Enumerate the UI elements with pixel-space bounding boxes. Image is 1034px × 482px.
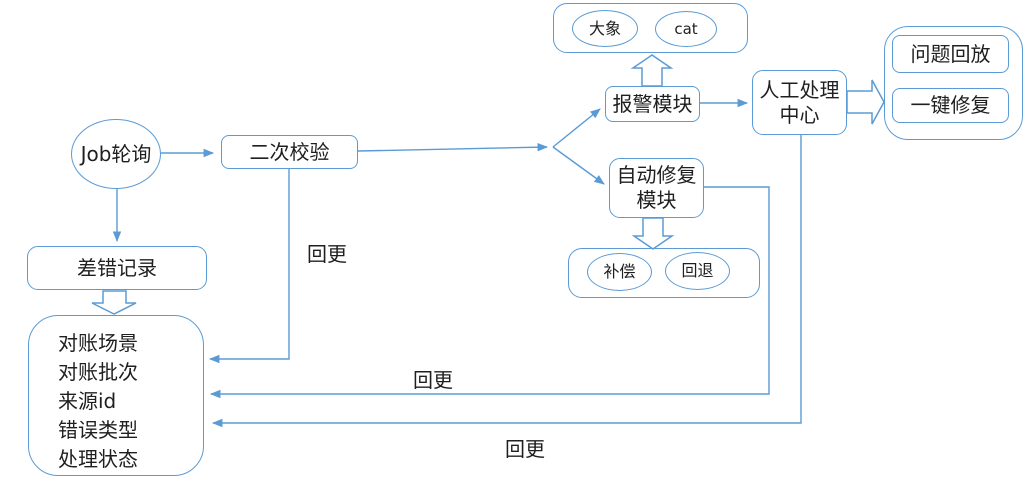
node-job-polling-label: Job轮询 bbox=[80, 141, 152, 166]
node-one-click-fix-label: 一键修复 bbox=[910, 93, 991, 117]
node-compensate-label: 补偿 bbox=[603, 262, 636, 281]
node-problem-replay-label: 问题回放 bbox=[910, 41, 991, 66]
node-one-click-fix: 一键修复 bbox=[892, 88, 1009, 123]
record-field-batch: 对账批次 bbox=[58, 360, 138, 384]
block-arrow-right-manual-center-to-tools-icon bbox=[846, 79, 885, 125]
node-rollback-label: 回退 bbox=[681, 261, 714, 280]
container-repair-actions bbox=[568, 248, 760, 298]
node-auto-repair-module: 自动修复 模块 bbox=[609, 158, 704, 218]
record-field-scene: 对账场景 bbox=[58, 331, 138, 355]
block-arrow-down-error-record-to-fields-icon bbox=[91, 290, 137, 315]
node-elephant: 大象 bbox=[572, 10, 638, 47]
node-error-record: 差错记录 bbox=[27, 246, 207, 290]
node-elephant-label: 大象 bbox=[588, 18, 621, 38]
node-compensate: 补偿 bbox=[587, 253, 652, 291]
node-manual-center: 人工处理 中心 bbox=[752, 70, 847, 135]
node-job-polling: Job轮询 bbox=[71, 119, 161, 189]
block-arrow-down-auto-repair-to-actions-icon bbox=[631, 217, 675, 250]
container-monitors bbox=[553, 3, 748, 53]
node-cat-label: cat bbox=[674, 19, 698, 38]
edge-writeback-from-auto-repair bbox=[209, 186, 770, 399]
edge-label-writeback-1: 回更 bbox=[307, 242, 347, 266]
node-manual-center-label: 人工处理 中心 bbox=[759, 77, 840, 127]
edge-writeback-from-secondary-check bbox=[208, 169, 290, 364]
node-alarm-module-label: 报警模块 bbox=[612, 91, 693, 116]
node-rollback: 回退 bbox=[665, 252, 730, 290]
record-field-error-type: 错误类型 bbox=[58, 418, 138, 442]
node-error-record-label: 差错记录 bbox=[77, 255, 157, 280]
edge-junction-to-auto-repair bbox=[552, 146, 605, 185]
container-manual-tools bbox=[884, 26, 1023, 140]
node-auto-repair-module-label: 自动修复 模块 bbox=[616, 163, 697, 212]
node-alarm-module: 报警模块 bbox=[605, 86, 700, 122]
node-cat: cat bbox=[655, 11, 717, 47]
edge-secondary-check-to-junction bbox=[357, 143, 549, 152]
node-secondary-check: 二次校验 bbox=[221, 135, 358, 169]
node-record-fields: 对账场景 对账批次 来源id 错误类型 处理状态 bbox=[28, 315, 204, 476]
record-field-source-id: 来源id bbox=[58, 389, 117, 413]
edge-junction-to-alarm-module bbox=[552, 108, 601, 148]
edge-writeback-from-manual-center bbox=[211, 135, 802, 428]
edge-label-writeback-2: 回更 bbox=[413, 368, 453, 392]
node-problem-replay: 问题回放 bbox=[892, 35, 1009, 73]
edge-label-writeback-3: 回更 bbox=[505, 437, 545, 461]
block-arrow-up-alarm-to-monitors-icon bbox=[630, 54, 674, 87]
node-secondary-check-label: 二次校验 bbox=[249, 139, 330, 164]
record-field-status: 处理状态 bbox=[58, 447, 138, 471]
